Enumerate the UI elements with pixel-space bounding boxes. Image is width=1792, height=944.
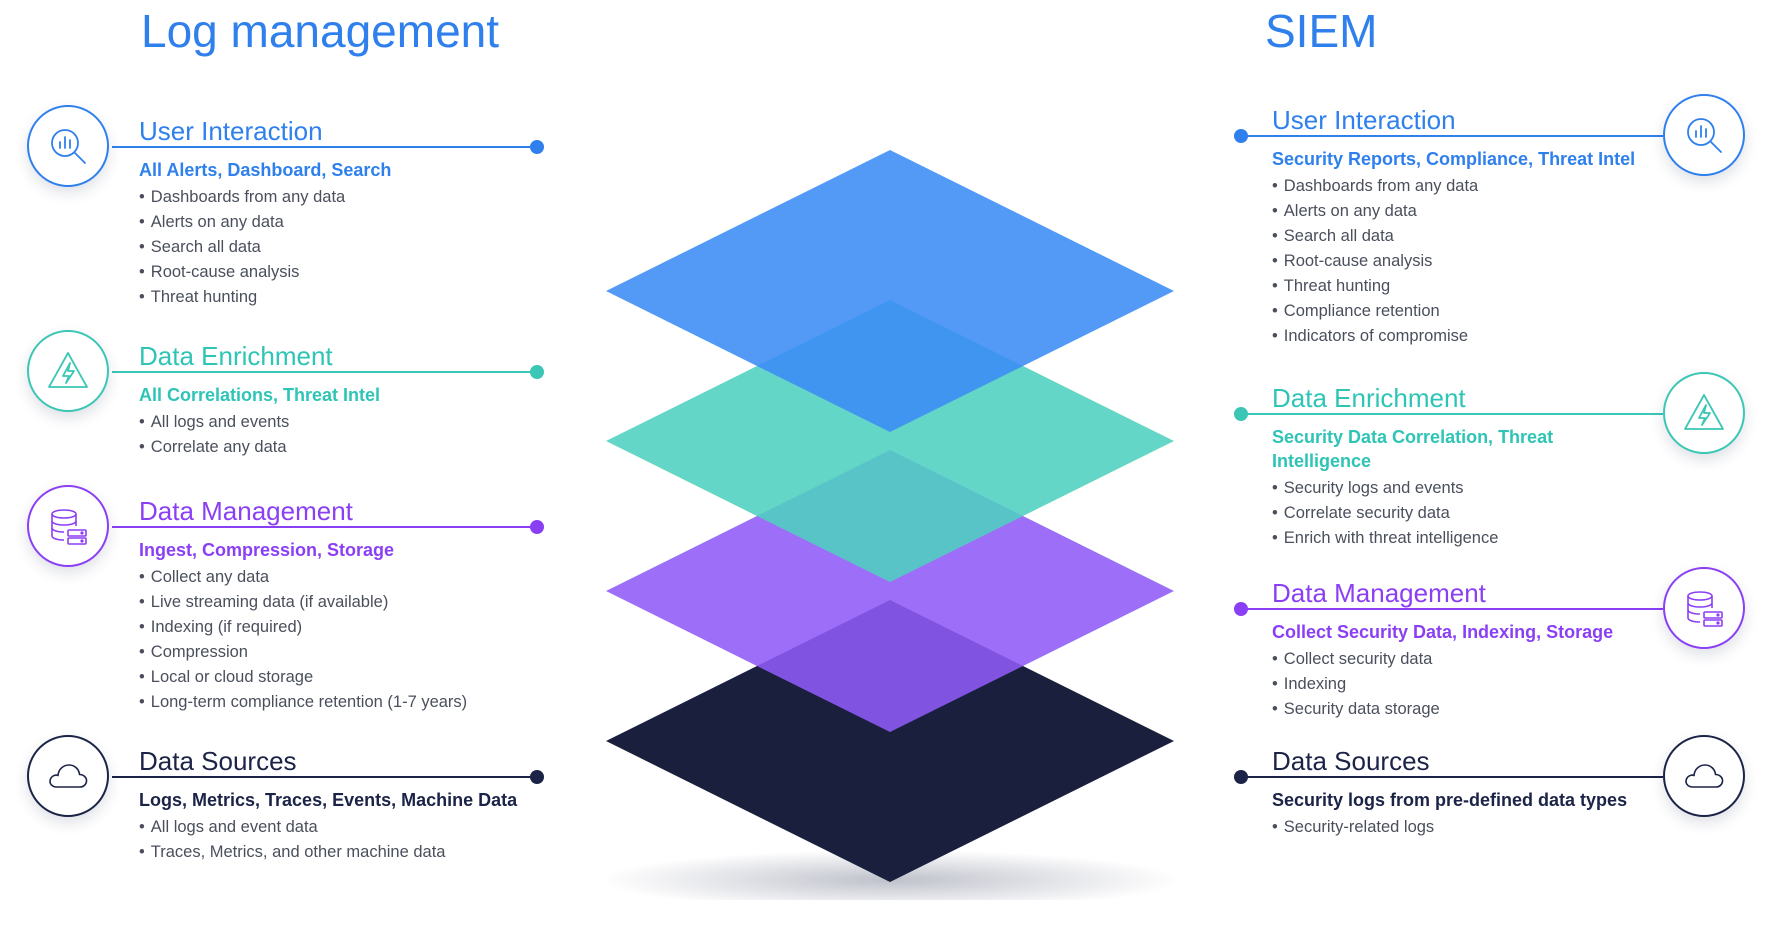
- cloud-icon: [1685, 764, 1724, 788]
- right-data-management-subheading: Collect Security Data, Indexing, Storage: [1272, 622, 1614, 642]
- right-data-sources-subheading: Security logs from pre-defined data type…: [1272, 790, 1628, 810]
- list-item: Root-cause analysis: [1272, 249, 1662, 274]
- list-item: Dashboards from any data: [1272, 174, 1662, 199]
- list-item: Correlate security data: [1272, 501, 1642, 526]
- left-data-enrichment-heading: Data Enrichment: [139, 341, 333, 371]
- list-item: Enrich with threat intelligence: [1272, 526, 1642, 551]
- list-item: Security logs and events: [1272, 476, 1642, 501]
- lightning-triangle-icon: [48, 352, 88, 388]
- layer-data-management: [606, 450, 1174, 732]
- list-item: All logs and event data: [139, 815, 529, 840]
- lightning-triangle-icon: [1684, 394, 1724, 430]
- list-item: Security data storage: [1272, 697, 1662, 722]
- right-data-enrichment-list: Security logs and events Correlate secur…: [1272, 476, 1642, 551]
- list-item: All logs and events: [139, 410, 529, 435]
- left-user-interaction-heading: User Interaction: [139, 116, 323, 146]
- list-item: Traces, Metrics, and other machine data: [139, 840, 529, 865]
- siem-title: SIEM: [1265, 5, 1378, 57]
- layer-data-enrichment: [606, 300, 1174, 582]
- list-item: Live streaming data (if available): [139, 590, 529, 615]
- right-data-sources-section: Data Sources Security logs from pre-defi…: [1272, 745, 1662, 840]
- list-item: Long-term compliance retention (1-7 year…: [139, 690, 529, 715]
- left-data-management-icon-circle: [27, 485, 109, 567]
- list-item: Indexing: [1272, 672, 1662, 697]
- database-server-icon: [1687, 591, 1723, 627]
- list-item: Dashboards from any data: [139, 185, 529, 210]
- list-item: Collect security data: [1272, 647, 1662, 672]
- right-data-sources-icon-circle: [1663, 735, 1745, 817]
- right-data-management-section: Data Management Collect Security Data, I…: [1272, 577, 1662, 722]
- connector-dot-left-data-enrichment: [530, 365, 544, 379]
- list-item: Search all data: [1272, 224, 1662, 249]
- connector-dot-right-data-sources: [1234, 770, 1248, 784]
- list-item: Compliance retention: [1272, 299, 1662, 324]
- connector-dot-right-user-interaction: [1234, 129, 1248, 143]
- right-data-enrichment-icon-circle: [1663, 372, 1745, 454]
- connector-dot-left-data-management: [530, 520, 544, 534]
- cloud-icon: [49, 764, 88, 788]
- right-data-sources-list: Security-related logs: [1272, 815, 1662, 840]
- list-item: Root-cause analysis: [139, 260, 529, 285]
- list-item: Threat hunting: [139, 285, 529, 310]
- left-data-management-subheading: Ingest, Compression, Storage: [139, 540, 395, 560]
- list-item: Local or cloud storage: [139, 665, 529, 690]
- list-item: Indexing (if required): [139, 615, 529, 640]
- right-data-management-heading: Data Management: [1272, 578, 1486, 608]
- right-data-enrichment-section: Data Enrichment Security Data Correlatio…: [1272, 382, 1642, 551]
- left-data-management-heading: Data Management: [139, 496, 353, 526]
- list-item: Indicators of compromise: [1272, 324, 1662, 349]
- right-user-interaction-subheading: Security Reports, Compliance, Threat Int…: [1272, 149, 1636, 169]
- search-chart-icon: [1687, 118, 1722, 153]
- left-data-enrichment-subheading: All Correlations, Threat Intel: [139, 385, 381, 405]
- list-item: Alerts on any data: [1272, 199, 1662, 224]
- left-data-sources-icon-circle: [27, 735, 109, 817]
- layer-user-interaction: [606, 150, 1174, 432]
- left-user-interaction-list: Dashboards from any data Alerts on any d…: [139, 185, 529, 310]
- right-user-interaction-section: User Interaction Security Reports, Compl…: [1272, 104, 1662, 349]
- layer-data-sources: [606, 600, 1174, 882]
- list-item: Collect any data: [139, 565, 529, 590]
- search-chart-icon: [51, 129, 86, 164]
- list-item: Compression: [139, 640, 529, 665]
- connector-dot-right-data-management: [1234, 602, 1248, 616]
- list-item: Search all data: [139, 235, 529, 260]
- right-user-interaction-icon-circle: [1663, 94, 1745, 176]
- left-user-interaction-section: User Interaction All Alerts, Dashboard, …: [139, 115, 529, 310]
- connector-dot-left-user-interaction: [530, 140, 544, 154]
- left-data-management-section: Data Management Ingest, Compression, Sto…: [139, 495, 529, 715]
- right-data-enrichment-subheading: Security Data Correlation, Threat Intell…: [1272, 427, 1554, 471]
- left-data-management-list: Collect any data Live streaming data (if…: [139, 565, 529, 715]
- left-data-sources-heading: Data Sources: [139, 746, 297, 776]
- left-data-enrichment-icon-circle: [27, 330, 109, 412]
- right-data-management-icon-circle: [1663, 567, 1745, 649]
- left-data-sources-subheading: Logs, Metrics, Traces, Events, Machine D…: [139, 790, 518, 810]
- connector-dot-right-data-enrichment: [1234, 407, 1248, 421]
- connector-dot-left-data-sources: [530, 770, 544, 784]
- list-item: Security-related logs: [1272, 815, 1662, 840]
- right-user-interaction-heading: User Interaction: [1272, 105, 1456, 135]
- left-user-interaction-icon-circle: [27, 105, 109, 187]
- right-data-sources-heading: Data Sources: [1272, 746, 1430, 776]
- left-data-enrichment-section: Data Enrichment All Correlations, Threat…: [139, 340, 529, 460]
- layer-stack-diagram: [600, 150, 1180, 900]
- list-item: Correlate any data: [139, 435, 529, 460]
- right-data-enrichment-heading: Data Enrichment: [1272, 383, 1466, 413]
- left-data-sources-list: All logs and event data Traces, Metrics,…: [139, 815, 529, 865]
- list-item: Alerts on any data: [139, 210, 529, 235]
- left-data-sources-section: Data Sources Logs, Metrics, Traces, Even…: [139, 745, 529, 865]
- database-server-icon: [51, 509, 87, 545]
- log-management-title: Log management: [141, 5, 500, 57]
- right-data-management-list: Collect security data Indexing Security …: [1272, 647, 1662, 722]
- right-user-interaction-list: Dashboards from any data Alerts on any d…: [1272, 174, 1662, 349]
- left-user-interaction-subheading: All Alerts, Dashboard, Search: [139, 160, 392, 180]
- left-data-enrichment-list: All logs and events Correlate any data: [139, 410, 529, 460]
- list-item: Threat hunting: [1272, 274, 1662, 299]
